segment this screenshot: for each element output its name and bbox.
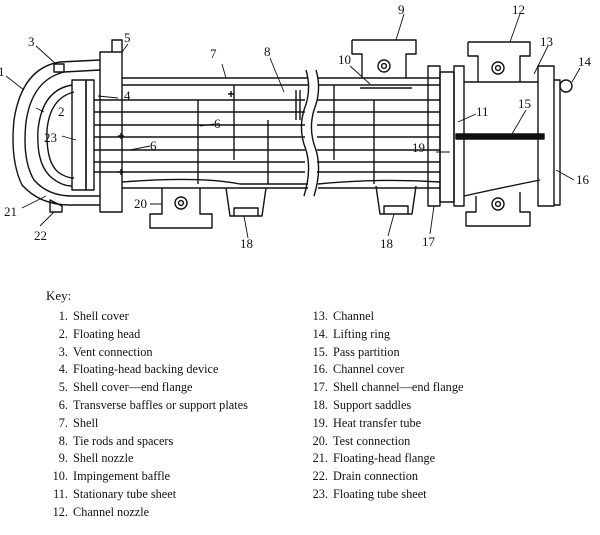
callout-16: 16 bbox=[576, 172, 590, 187]
key-item: 18.Support saddles bbox=[312, 397, 412, 412]
callout-12: 12 bbox=[512, 2, 525, 17]
key-item: 15.Pass partition bbox=[312, 344, 400, 359]
callout-7: 7 bbox=[210, 46, 217, 61]
callout-13: 13 bbox=[540, 34, 553, 49]
callout-18a: 18 bbox=[240, 236, 253, 251]
callout-11: 11 bbox=[476, 104, 489, 119]
callout-17: 17 bbox=[422, 234, 436, 249]
key-item: 7.Shell bbox=[58, 415, 99, 430]
callout-18b: 18 bbox=[380, 236, 393, 251]
key-item: 20.Test connection bbox=[312, 433, 411, 448]
shell-cover-end-flange bbox=[99, 51, 123, 213]
key-list-left: 1.Shell cover 2.Floating head 3.Vent con… bbox=[46, 308, 248, 522]
key-item: 23.Floating tube sheet bbox=[312, 486, 427, 501]
key-list-right: 13.Channel 14.Lifting ring 15.Pass parti… bbox=[306, 308, 464, 504]
test-connection bbox=[149, 188, 213, 229]
heat-transfer-tubes bbox=[94, 99, 440, 173]
key-item: 11.Stationary tube sheet bbox=[53, 486, 177, 501]
channel-nozzle bbox=[467, 41, 531, 82]
drain-connection bbox=[49, 199, 63, 213]
key-item: 17.Shell channel—end flange bbox=[312, 380, 464, 395]
key-item: 2.Floating head bbox=[58, 326, 141, 341]
key-item: 14.Lifting ring bbox=[312, 326, 391, 341]
key-item: 8.Tie rods and spacers bbox=[58, 433, 174, 448]
key-item: 4.Floating-head backing device bbox=[58, 362, 219, 377]
support-saddle-left bbox=[225, 187, 267, 217]
callout-22: 22 bbox=[34, 228, 47, 243]
key-item: 21.Floating-head flange bbox=[312, 451, 436, 466]
callout-1: 1 bbox=[0, 64, 5, 79]
vent-connection bbox=[53, 63, 65, 73]
callout-23: 23 bbox=[44, 130, 57, 145]
shell-cover bbox=[12, 59, 101, 206]
heat-exchanger-drawing: 1 2 3 4 5 6 6 7 8 9 10 11 12 13 14 15 16… bbox=[0, 2, 592, 251]
callout-4: 4 bbox=[124, 88, 131, 103]
shell-channel-end-flange bbox=[427, 65, 441, 207]
key-item: 12.Channel nozzle bbox=[52, 504, 150, 519]
key-item: 22.Drain connection bbox=[312, 469, 419, 484]
callout-9: 9 bbox=[398, 2, 405, 17]
key-item: 5.Shell cover—end flange bbox=[58, 380, 193, 395]
callout-15: 15 bbox=[518, 96, 531, 111]
stationary-tube-sheet bbox=[439, 71, 455, 203]
callout-19: 19 bbox=[412, 140, 425, 155]
key-item: 10.Impingement baffle bbox=[52, 469, 171, 484]
key-title: Key: bbox=[46, 288, 72, 303]
support-saddle-right bbox=[375, 185, 417, 215]
channel bbox=[463, 81, 541, 197]
callout-6b: 6 bbox=[150, 138, 157, 153]
callout-2: 2 bbox=[58, 104, 65, 119]
key-item: 6.Transverse baffles or support plates bbox=[58, 397, 248, 412]
callout-21: 21 bbox=[4, 204, 17, 219]
floating-tube-sheet bbox=[71, 79, 87, 191]
key-item: 13.Channel bbox=[312, 309, 374, 323]
shell-nozzle bbox=[351, 39, 417, 78]
callout-14: 14 bbox=[578, 54, 592, 69]
lifting-ring bbox=[559, 79, 573, 93]
tie-rods bbox=[295, 90, 301, 120]
callout-3: 3 bbox=[28, 34, 35, 49]
pass-partition bbox=[455, 133, 545, 140]
callout-20: 20 bbox=[134, 196, 147, 211]
callout-5: 5 bbox=[124, 30, 131, 45]
key-item: 9.Shell nozzle bbox=[58, 451, 134, 466]
callout-8: 8 bbox=[264, 44, 271, 59]
key-item: 3.Vent connection bbox=[58, 344, 153, 359]
transverse-baffles bbox=[197, 85, 375, 184]
key-item: 1.Shell cover bbox=[58, 309, 129, 323]
key-item: 19.Heat transfer tube bbox=[312, 415, 422, 430]
callout-10: 10 bbox=[338, 52, 351, 67]
callout-6a: 6 bbox=[214, 116, 221, 131]
floating-head bbox=[37, 84, 73, 187]
key-item: 16.Channel cover bbox=[312, 362, 405, 377]
